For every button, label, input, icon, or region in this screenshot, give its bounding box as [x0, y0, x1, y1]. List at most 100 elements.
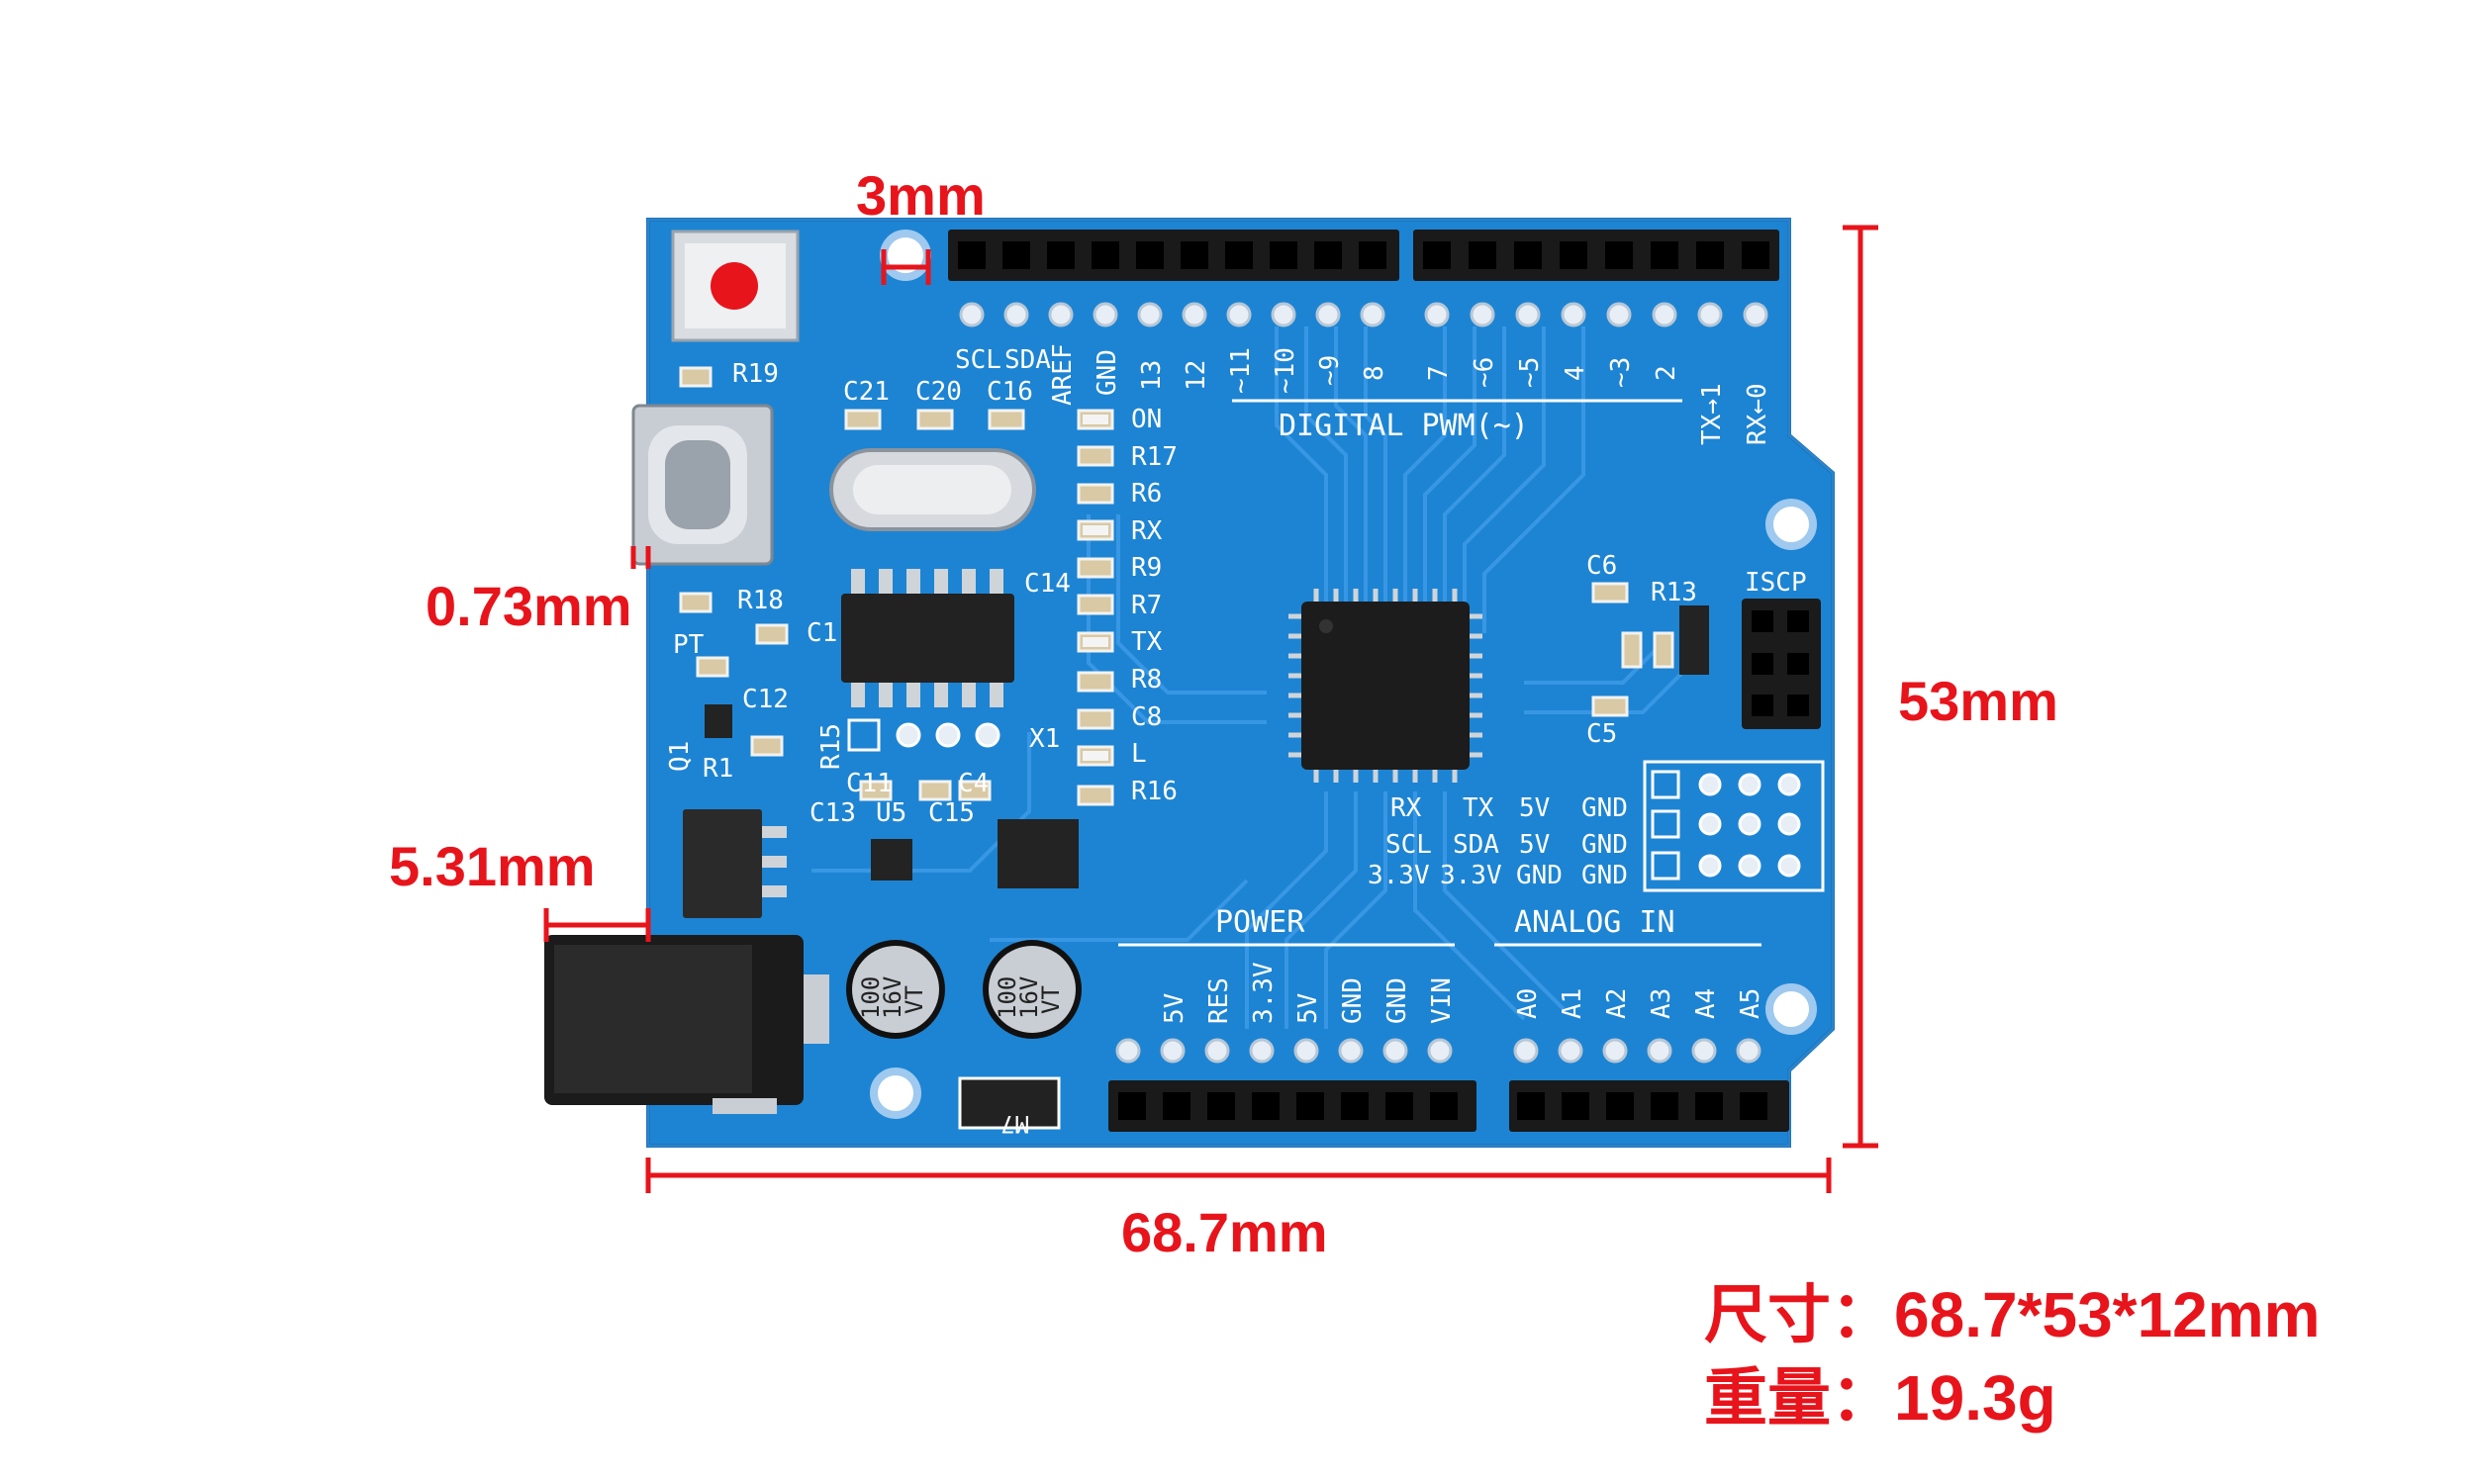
diode-label: M7 [1000, 1110, 1029, 1138]
header-row-label: TX [1463, 793, 1494, 823]
power-pin-label: VIN [1427, 977, 1457, 1024]
capacitor-label: VT [1037, 985, 1065, 1014]
pin-label: ~5 [1515, 357, 1545, 388]
jack-offset-dimension-label: 5.31mm [389, 835, 596, 897]
pin-label: SCL [955, 345, 1001, 375]
led-label: TX [1131, 627, 1163, 657]
pin-label: 8 [1360, 365, 1389, 381]
pin-label: 13 [1137, 360, 1167, 391]
small-chips [705, 605, 1709, 888]
power-pin-label: GND [1338, 977, 1368, 1024]
header-row-label: 5V [1519, 830, 1550, 860]
digital-header-left [948, 230, 1399, 281]
pin-label: 2 [1652, 365, 1681, 381]
pin-label: 4 [1561, 365, 1590, 381]
size-spec-value: 68.7*53*12mm [1894, 1279, 2321, 1350]
digital-pwm-label: DIGITAL PWM(~) [1279, 409, 1529, 443]
led-label: C8 [1131, 702, 1162, 732]
ref-label: C11 [846, 769, 893, 798]
led-label: R9 [1131, 553, 1162, 583]
usb-serial-chip [841, 569, 1014, 707]
pin-label: RX←0 [1743, 383, 1772, 445]
pin-label: GND [1093, 349, 1122, 396]
capacitor-label: 16V [1015, 976, 1043, 1019]
height-dimension-label: 53mm [1898, 670, 2058, 732]
header-row-label: SDA [1453, 830, 1499, 860]
analog-pin-label: A1 [1558, 988, 1587, 1019]
pin-label: TX→1 [1697, 383, 1727, 445]
x1-header [847, 718, 1000, 752]
led-column [1083, 415, 1108, 761]
width-dimension-label: 68.7mm [1121, 1201, 1328, 1263]
pin-label: AREF [1048, 343, 1078, 406]
led-label: R6 [1131, 479, 1162, 509]
ref-label: X1 [1029, 724, 1060, 754]
ref-label: C4 [958, 769, 989, 798]
analog-pin-label: A5 [1736, 988, 1765, 1019]
analog-pin-label: A0 [1513, 988, 1543, 1019]
electrolytic-capacitors: 100 16V VT 100 16V VT [846, 940, 1082, 1039]
dimension-lines [543, 225, 1878, 1193]
ref-label: C20 [915, 377, 962, 407]
ref-label: C14 [1024, 569, 1071, 599]
header-row-label: GND [1581, 861, 1628, 890]
ref-label: C1 [807, 618, 837, 648]
power-pin-label: 5V [1160, 993, 1189, 1024]
ref-label: C13 [809, 798, 856, 828]
weight-spec: 重量：19.3g [1704, 1347, 2056, 1438]
hole-dimension-label: 3mm [856, 164, 986, 227]
bottom-pads [1115, 1038, 1761, 1064]
icsp-label: ISCP [1745, 568, 1807, 598]
analog-pin-label: A2 [1602, 988, 1632, 1019]
digital-header-right [1413, 230, 1779, 281]
led-label: R16 [1131, 777, 1178, 806]
ref-label: U5 [876, 798, 906, 828]
usb-c-connector [631, 404, 774, 566]
power-header [1108, 1080, 1476, 1132]
pin-label: ~3 [1606, 357, 1636, 388]
pin-label: ~9 [1315, 355, 1345, 386]
dc-power-jack [544, 935, 829, 1114]
header-row-label: 3.3V [1368, 861, 1430, 890]
analog-header [1509, 1080, 1789, 1132]
header-row-label: GND [1581, 830, 1628, 860]
size-spec-label: 尺寸： [1704, 1279, 1894, 1352]
ref-label: Q1 [665, 741, 695, 772]
pin-label: ~11 [1226, 347, 1256, 394]
power-label: POWER [1215, 905, 1305, 940]
ref-label: R18 [737, 586, 784, 615]
capacitor-label: 100 [857, 976, 885, 1019]
ref-label: C16 [987, 377, 1033, 407]
pin-label: ~6 [1470, 357, 1499, 388]
weight-spec-label: 重量： [1704, 1362, 1894, 1436]
ref-label: R19 [732, 359, 779, 389]
ref-label: C5 [1586, 719, 1617, 749]
power-pin-label: GND [1382, 977, 1412, 1024]
size-spec: 尺寸：68.7*53*12mm [1704, 1264, 2321, 1355]
led-label: RX [1131, 516, 1163, 546]
weight-spec-value: 19.3g [1894, 1362, 2056, 1434]
ref-label: C15 [928, 798, 975, 828]
usb-offset-dimension-label: 0.73mm [426, 575, 632, 637]
ref-label: C21 [843, 377, 890, 407]
microcontroller-chip [1288, 589, 1482, 783]
header-row-label: RX [1390, 793, 1422, 823]
analog-pin-label: A3 [1647, 988, 1676, 1019]
ref-label: PT [673, 630, 705, 660]
top-pads [959, 302, 1768, 327]
header-row-label: SCL [1385, 830, 1432, 860]
led-label: R8 [1131, 665, 1162, 695]
ref-label: R15 [816, 723, 846, 770]
capacitor-label: VT [901, 985, 928, 1014]
led-label: R7 [1131, 591, 1162, 620]
header-row-label: GND [1516, 861, 1563, 890]
icsp-header [1742, 599, 1821, 729]
ref-label: C12 [742, 685, 789, 714]
ref-label: R1 [703, 754, 733, 784]
power-pin-label: 3.3V [1249, 962, 1279, 1024]
led-label: L [1131, 739, 1147, 769]
ref-label: C6 [1586, 551, 1617, 581]
voltage-regulator [683, 809, 787, 918]
led-label: R17 [1131, 442, 1178, 472]
